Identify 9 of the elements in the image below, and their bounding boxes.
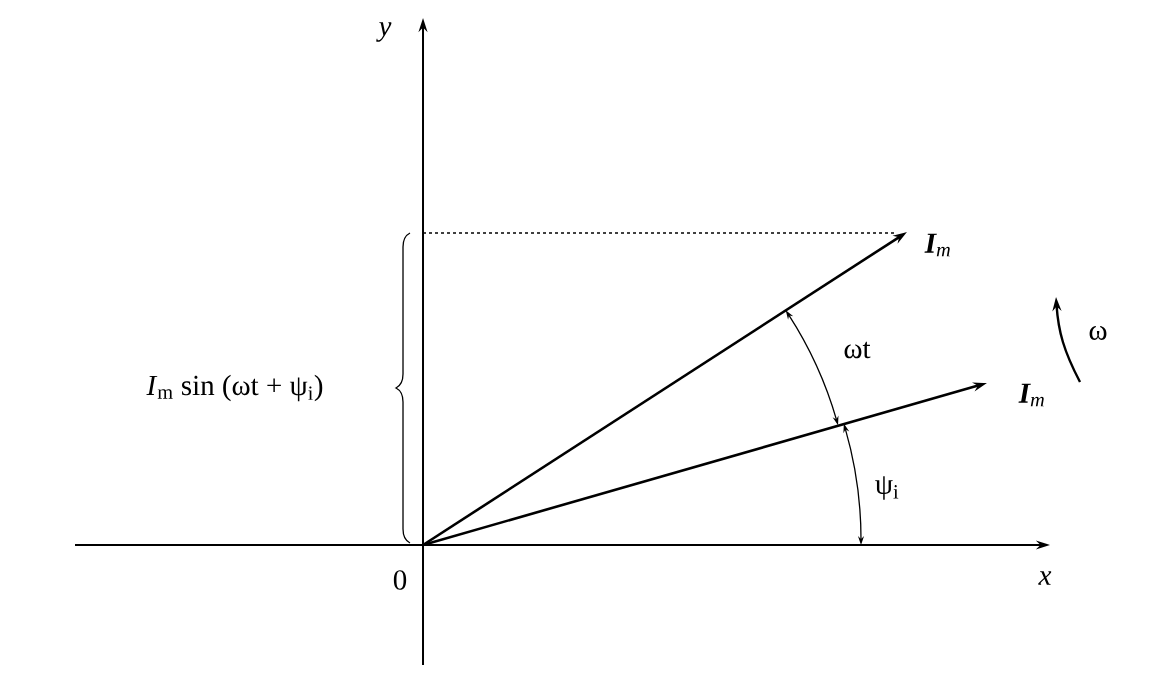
angular-speed-label: ω (1089, 326, 1107, 340)
angle-label: ωt (844, 341, 871, 359)
axis-label: y (376, 22, 392, 42)
origin-label: 0 (393, 570, 407, 590)
axis-label: x (1038, 571, 1052, 585)
phasor-label: I$_{m}$ (924, 233, 950, 257)
phasor-label: I$_{m}$ (1018, 383, 1044, 407)
angle-label: ψ$_{i}$ (875, 476, 899, 500)
amplitude-label: I$_{m}$ sin (ωt + ψ$_{i}$) (146, 374, 323, 402)
